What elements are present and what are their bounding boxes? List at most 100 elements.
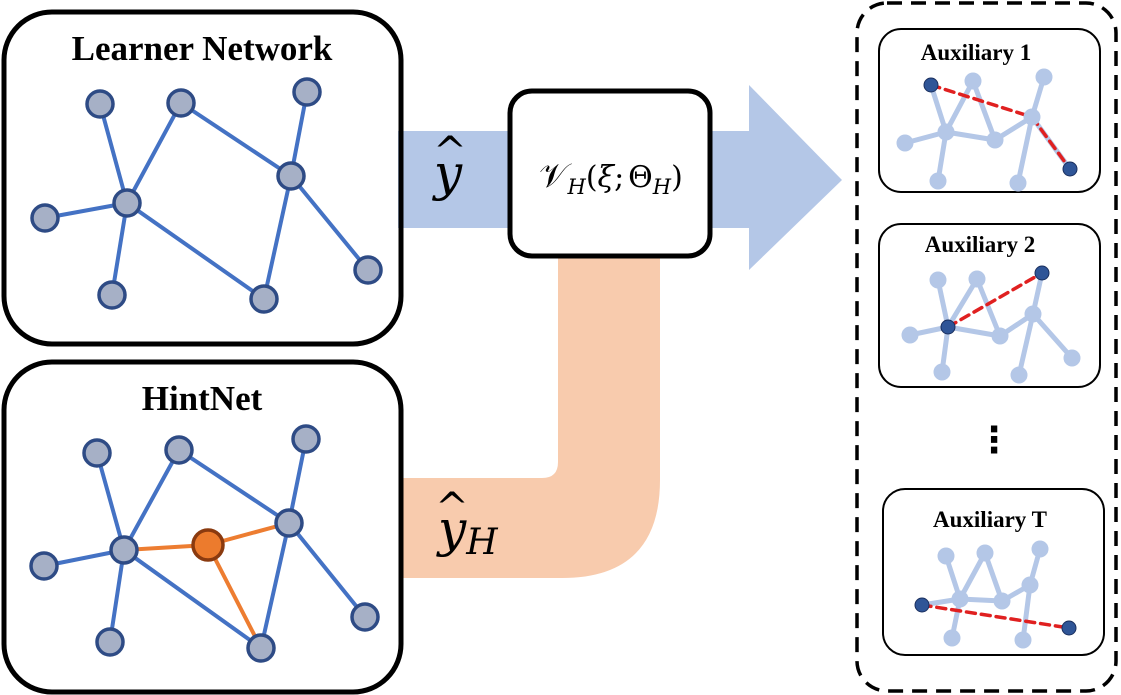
aux2-graph-node [1063, 349, 1081, 367]
yhat-h-base: y [436, 500, 467, 558]
formula-sub-H: H [566, 175, 586, 199]
auxT-graph-node [937, 547, 955, 565]
validator-formula: 𝒱H(ξ;ΘH) [539, 156, 683, 199]
auxiliary-1-title: Auxiliary 1 [921, 40, 1032, 65]
learner-graph-node [97, 280, 127, 310]
hint-graph-edge [95, 451, 126, 552]
aux2-graph-node [933, 363, 951, 381]
aux1-graph-node [986, 131, 1004, 149]
hint-graph-node [274, 508, 304, 538]
learner-graph-node [112, 188, 142, 218]
auxiliary-t-title: Auxiliary T [933, 507, 1047, 532]
auxT-graph-node [976, 544, 994, 562]
aux2-graph-edge [946, 271, 1044, 329]
learner-network-box [1, 9, 404, 347]
learner-graph [30, 77, 383, 314]
aux1-graph-edge [970, 78, 998, 143]
hint-graph-node [82, 438, 112, 468]
auxT-graph-edge [920, 603, 1071, 630]
hint-graph-node [246, 633, 276, 663]
learner-graph-edge [125, 201, 266, 301]
aux1-graph-node [1035, 68, 1053, 86]
auxiliary-1-graph [896, 68, 1078, 192]
hint-graph-edge [108, 548, 126, 644]
prediction-arrow-head [749, 85, 842, 270]
aux1-graph-node [1062, 161, 1078, 177]
validator-box [507, 88, 713, 259]
aux2-graph-node [940, 319, 956, 335]
hint-graph [29, 424, 380, 663]
formula-theta-sub-H: H [652, 175, 672, 199]
aux2-graph-edge [974, 276, 1003, 339]
hint-graph-node [109, 535, 139, 565]
learner-graph-node [85, 89, 115, 119]
aux1-graph-node [937, 123, 955, 141]
auxT-graph-edge [957, 550, 988, 602]
aux2-graph-node [968, 270, 986, 288]
hint-graph-edge [259, 521, 291, 650]
learner-graph-node [30, 203, 60, 233]
auxiliary-t-graph [914, 540, 1077, 649]
auxT-graph-node [993, 592, 1011, 610]
auxiliary-container [855, 1, 1118, 693]
formula-close-paren: ) [671, 160, 683, 195]
hint-graph-node [350, 602, 380, 632]
hintnet-box [1, 359, 404, 695]
auxT-graph-node [943, 629, 961, 647]
aux1-graph-node [923, 77, 939, 93]
hintnet-title: HintNet [142, 379, 263, 418]
formula-xi: ξ [598, 160, 616, 195]
aux2-graph-node [1034, 265, 1050, 281]
yhat-h-sub: H [465, 522, 498, 563]
aux2-graph-node [901, 326, 919, 344]
learner-graph-edge [98, 102, 129, 205]
auxiliary-ellipsis: ⋮ [976, 420, 1012, 461]
yhat-hat: ^ [433, 129, 467, 175]
aux2-graph-node [991, 327, 1009, 345]
learner-graph-node [166, 88, 196, 118]
auxiliary-2-graph [901, 265, 1081, 384]
aux1-graph-node [929, 172, 947, 190]
aux1-graph-edge [929, 83, 1034, 119]
learner-graph-edge [110, 201, 129, 297]
hint-graph-node [29, 551, 59, 581]
aux1-graph-node [896, 134, 914, 152]
auxT-graph-node [1014, 631, 1032, 649]
formula-semicolon: ; [614, 160, 624, 195]
aux2-graph-edge [945, 276, 980, 330]
auxT-graph-edge [1020, 582, 1033, 643]
aux1-graph-edge [943, 78, 976, 135]
hint-graph-edge [122, 448, 181, 552]
aux1-graph-edge [1015, 114, 1035, 186]
learner-graph-edge [179, 101, 293, 178]
learner-graph-node [292, 77, 322, 107]
hint-arrow-band [400, 256, 660, 578]
auxT-graph-node [1021, 576, 1039, 594]
hint-graph-node [95, 627, 125, 657]
hint-graph-node [164, 435, 194, 465]
aux2-graph-edge [1030, 311, 1075, 361]
aux1-graph-edge [1030, 115, 1072, 171]
yhat-h-hat: ^ [435, 485, 469, 531]
formula-calV: 𝒱 [539, 156, 572, 196]
learner-graph-node [353, 255, 383, 285]
aux2-graph-node [1024, 305, 1042, 323]
aux2-graph-node [929, 271, 947, 289]
aux1-graph-node [1009, 174, 1027, 192]
aux2-graph-node [1010, 366, 1028, 384]
aux2-graph-edge [945, 324, 1003, 339]
formula-theta: Θ [628, 160, 653, 195]
learner-network-title: Learner Network [72, 29, 333, 68]
learner-graph-node [249, 284, 279, 314]
yhat-h-label: yH [436, 500, 498, 563]
auxiliary-2-title: Auxiliary 2 [925, 232, 1036, 257]
hint-graph-node [191, 528, 225, 562]
yhat-base: y [432, 144, 463, 202]
auxT-graph-node [1031, 540, 1049, 558]
learner-graph-edge [289, 174, 370, 272]
hint-graph-edge [122, 548, 263, 650]
auxT-graph-node [1061, 620, 1077, 636]
learner-graph-edge [262, 174, 293, 301]
hint-graph-edge [177, 448, 291, 525]
